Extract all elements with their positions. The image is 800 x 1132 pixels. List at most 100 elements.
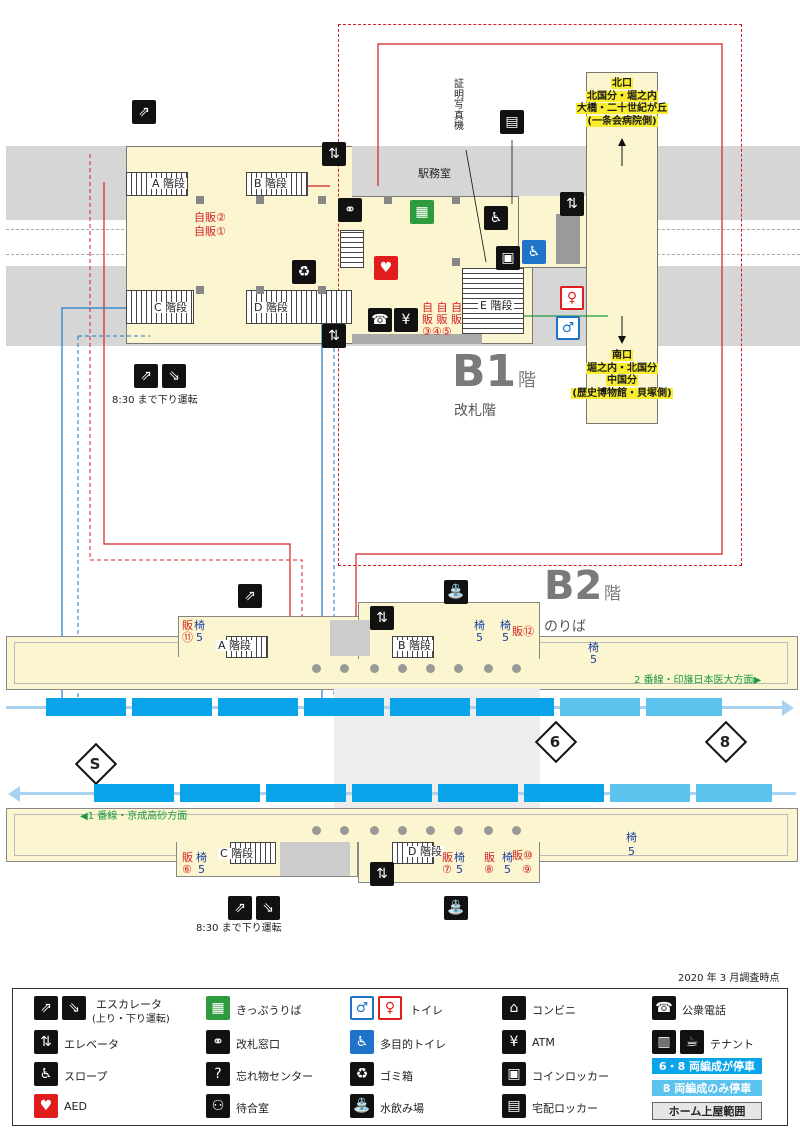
bench-2-num: 5 bbox=[476, 631, 483, 644]
bench-2: 椅 bbox=[474, 619, 485, 632]
platform-column bbox=[454, 664, 463, 673]
platform-column bbox=[340, 826, 349, 835]
b2-stair-a-label: A 階段 bbox=[216, 639, 254, 652]
vending-345-mid: 販 販 販 bbox=[422, 313, 462, 326]
south-exit-line: 堀之内・北国分 bbox=[586, 362, 658, 374]
slope-icon: ♿ bbox=[34, 1062, 58, 1086]
south-exit-title: 南口 bbox=[611, 350, 633, 361]
survey-date: 2020 年 3 月調査時点 bbox=[678, 973, 780, 984]
platform-column bbox=[454, 826, 463, 835]
platform-column bbox=[370, 664, 379, 673]
vending-6-num: ⑥ bbox=[182, 863, 192, 876]
vending-1-label: 自販① bbox=[194, 225, 226, 238]
b1-center-stair bbox=[340, 230, 364, 268]
legend-trash: ゴミ箱 bbox=[380, 1070, 413, 1083]
slope-icon: ♿ bbox=[484, 206, 508, 230]
vending-11-num: ⑪ bbox=[182, 631, 193, 644]
photo-leader-line bbox=[465, 149, 487, 263]
vending-9: ⑨ bbox=[522, 863, 532, 876]
platform-column bbox=[398, 664, 407, 673]
b2-stair-b-label: B 階段 bbox=[396, 639, 434, 652]
train-car-6-8 bbox=[266, 784, 346, 802]
b1-low-block bbox=[352, 334, 482, 344]
b2-floor-number: B2 bbox=[544, 563, 603, 609]
legend-toilet: トイレ bbox=[410, 1004, 443, 1017]
ticket-machine-icon: ▦ bbox=[410, 200, 434, 224]
legend-bar-6-8: 6・8 両編成が停車 bbox=[652, 1058, 762, 1074]
vending-8: 販 bbox=[484, 851, 495, 864]
legend-lost: 忘れ物センター bbox=[236, 1070, 313, 1083]
water-fountain-icon: ⛲ bbox=[350, 1094, 374, 1118]
b1-pillar bbox=[196, 286, 204, 294]
legend-waiting: 待合室 bbox=[236, 1102, 269, 1115]
b1-pillar bbox=[318, 196, 326, 204]
train-car-6-8 bbox=[352, 784, 432, 802]
south-exit-info: 南口 堀之内・北国分 中国分 (歴史博物館・貝塚側) bbox=[556, 350, 688, 400]
legend-ticket: きっぷうりば bbox=[236, 1004, 302, 1017]
blue-route-line bbox=[321, 310, 323, 700]
b1-floor-number: B1 bbox=[452, 346, 517, 397]
bench-a-num: 5 bbox=[198, 863, 205, 876]
platform-column bbox=[484, 826, 493, 835]
north-exit-title: 北口 bbox=[611, 78, 633, 89]
aed-icon: ♥ bbox=[34, 1094, 58, 1118]
train-car-6-8 bbox=[132, 698, 212, 716]
b1-escalator-note: 8:30 まで下り運転 bbox=[112, 395, 198, 406]
legend-gate: 改札窓口 bbox=[236, 1038, 280, 1051]
atm-icon: ¥ bbox=[502, 1030, 526, 1054]
bench-b-num: 5 bbox=[456, 863, 463, 876]
legend-aed: AED bbox=[64, 1100, 87, 1113]
platform-top-wall bbox=[330, 620, 370, 656]
platform-bottom-wall bbox=[280, 842, 350, 876]
platform-column bbox=[426, 826, 435, 835]
vending-10: 販⑩ bbox=[512, 849, 533, 862]
legend-box bbox=[12, 988, 788, 1126]
photo-booth-label: 証明写真機 bbox=[454, 79, 464, 132]
convenience-store-icon: ⌂ bbox=[502, 996, 526, 1020]
vending-8-num: ⑧ bbox=[484, 863, 494, 876]
water-fountain-icon: ⛲ bbox=[444, 896, 468, 920]
train-car-6-8 bbox=[46, 698, 126, 716]
exit-arrow-up-head bbox=[618, 138, 626, 146]
platform-column bbox=[484, 664, 493, 673]
elevator-icon: ⇅ bbox=[370, 862, 394, 886]
train-car-6-8 bbox=[94, 784, 174, 802]
vending-12: 販⑫ bbox=[512, 625, 534, 638]
trash-icon: ♻ bbox=[292, 260, 316, 284]
vending-7: 販 bbox=[442, 851, 453, 864]
legend-coin-locker: コインロッカー bbox=[532, 1070, 609, 1083]
vending-6: 販 bbox=[182, 851, 193, 864]
vending-2-label: 自販② bbox=[194, 211, 226, 224]
tenant-shop-icon: ▥ bbox=[652, 1030, 676, 1054]
delivery-locker-icon: ▤ bbox=[500, 110, 524, 134]
delivery-locker-icon: ▤ bbox=[502, 1094, 526, 1118]
b2-floor-unit: 階 bbox=[604, 584, 621, 604]
train-car-6-8 bbox=[524, 784, 604, 802]
women-toilet-icon: ♀ bbox=[378, 996, 402, 1020]
b1-pillar bbox=[452, 258, 460, 266]
red-route-dashed bbox=[89, 154, 303, 642]
escalator-icon: ⇘ bbox=[162, 364, 186, 388]
vending-7-num: ⑦ bbox=[442, 863, 452, 876]
platform-top-upper-area bbox=[178, 616, 360, 657]
legend-atm: ATM bbox=[532, 1036, 555, 1049]
bench-1: 椅 bbox=[194, 619, 205, 632]
escalator-icon: ⇗ bbox=[228, 896, 252, 920]
b1-pillar bbox=[256, 196, 264, 204]
train-car-8-only bbox=[610, 784, 690, 802]
platform-column bbox=[370, 826, 379, 835]
waiting-room-icon: ⚇ bbox=[206, 1094, 230, 1118]
b2-stair-c-label: C 階段 bbox=[218, 847, 256, 860]
train-car-8-only bbox=[696, 784, 772, 802]
trash-icon: ♻ bbox=[350, 1062, 374, 1086]
b2-escalator-note: 8:30 まで下り運転 bbox=[196, 923, 282, 934]
b2-floor-name: のりば bbox=[544, 619, 586, 635]
multipurpose-toilet-icon: ♿ bbox=[350, 1030, 374, 1054]
track-1-arrow bbox=[8, 786, 20, 802]
escalator-up-icon: ⇗ bbox=[34, 996, 58, 1020]
aed-icon: ♥ bbox=[374, 256, 398, 280]
b1-gate-block bbox=[556, 214, 580, 264]
b1-pillar bbox=[256, 286, 264, 294]
stop-marker-s-label: S bbox=[89, 755, 101, 773]
legend-elevator: エレベータ bbox=[64, 1038, 119, 1051]
